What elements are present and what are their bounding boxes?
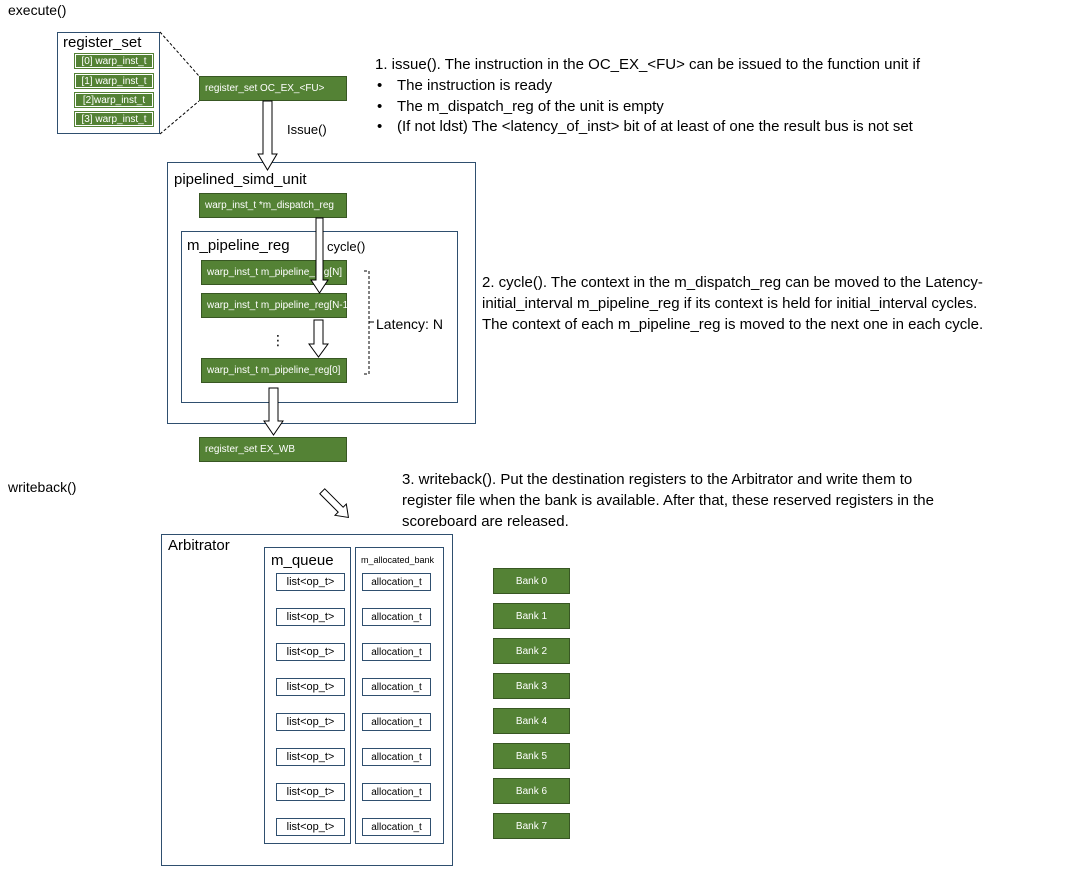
pipeline-reg-n-minus-1: warp_inst_t m_pipeline_reg[N-1] [201, 293, 351, 318]
writeback-note-line: register file when the bank is available… [402, 492, 934, 509]
queue-item: list<op_t> [276, 748, 345, 766]
pipeline-shift-arrow [308, 319, 329, 358]
ex-wb-register-box: register_set EX_WB [199, 437, 347, 462]
allocation-item: allocation_t [362, 818, 431, 836]
allocation-item: allocation_t [362, 678, 431, 696]
latency-bracket [364, 270, 370, 375]
bank-box: Bank 1 [493, 603, 570, 629]
m-queue-title: m_queue [271, 552, 334, 569]
bank-box: Bank 0 [493, 568, 570, 594]
bank-box: Bank 2 [493, 638, 570, 664]
allocation-item: allocation_t [362, 783, 431, 801]
queue-item: list<op_t> [276, 713, 345, 731]
cycle-arrow [310, 217, 329, 294]
writeback-arrow [319, 488, 350, 519]
register-set-frame: register_set [0] warp_inst_t [1] warp_in… [57, 32, 160, 134]
zoom-line-top [159, 31, 200, 77]
issue-note-bullet: The m_dispatch_reg of the unit is empty [375, 97, 913, 118]
cycle-note-line: initial_interval m_pipeline_reg if its c… [482, 295, 978, 312]
latency-label: Latency: N [376, 316, 443, 332]
dispatch-reg-box: warp_inst_t *m_dispatch_reg [199, 193, 347, 218]
issue-note-bullet: The instruction is ready [375, 76, 913, 97]
queue-item: list<op_t> [276, 783, 345, 801]
allocated-bank-title: m_allocated_bank [361, 555, 435, 565]
pipelined-simd-unit-title: pipelined_simd_unit [174, 171, 307, 188]
allocation-item: allocation_t [362, 608, 431, 626]
register-set-item: [0] warp_inst_t [74, 53, 154, 69]
pipeline-reg-title: m_pipeline_reg [187, 237, 290, 254]
bank-box: Bank 6 [493, 778, 570, 804]
zoom-line-bottom [159, 100, 200, 135]
issue-note-bullet: (If not ldst) The <latency_of_inst> bit … [375, 117, 913, 138]
queue-item: list<op_t> [276, 678, 345, 696]
issue-arrow [257, 100, 278, 171]
queue-item: list<op_t> [276, 818, 345, 836]
register-set-item: [1] warp_inst_t [74, 73, 154, 89]
writeback-note-line: scoreboard are released. [402, 513, 569, 530]
cycle-note-line: The context of each m_pipeline_reg is mo… [482, 316, 984, 333]
register-set-title: register_set [63, 34, 142, 51]
queue-item: list<op_t> [276, 643, 345, 661]
queue-item: list<op_t> [276, 608, 345, 626]
issue-note-bullets: The instruction is ready The m_dispatch_… [375, 76, 913, 138]
register-set-item: [3] warp_inst_t [74, 111, 154, 127]
allocation-item: allocation_t [362, 748, 431, 766]
exwb-arrow [263, 387, 284, 436]
writeback-note: 3. writeback(). Put the destination regi… [402, 469, 934, 532]
cycle-arrow-label: cycle() [327, 239, 366, 254]
oc-ex-register-box: register_set OC_EX_<FU> [199, 76, 347, 101]
bank-box: Bank 7 [493, 813, 570, 839]
issue-note-heading: 1. issue(). The instruction in the OC_EX… [375, 56, 921, 73]
cycle-note: 2. cycle(). The context in the m_dispatc… [482, 272, 983, 335]
writeback-note-line: 3. writeback(). Put the destination regi… [402, 471, 913, 488]
writeback-label: writeback() [8, 479, 77, 495]
bank-box: Bank 4 [493, 708, 570, 734]
execute-label: execute() [8, 2, 67, 18]
bank-box: Bank 5 [493, 743, 570, 769]
ellipsis-dots: ⋮ [271, 332, 285, 348]
allocation-item: allocation_t [362, 643, 431, 661]
cycle-note-line: 2. cycle(). The context in the m_dispatc… [482, 274, 983, 291]
allocation-item: allocation_t [362, 573, 431, 591]
pipeline-reg-0: warp_inst_t m_pipeline_reg[0] [201, 358, 347, 383]
bank-box: Bank 3 [493, 673, 570, 699]
issue-arrow-label: Issue() [287, 122, 327, 137]
register-set-item: [2]warp_inst_t [74, 92, 154, 108]
queue-item: list<op_t> [276, 573, 345, 591]
arbitrator-title: Arbitrator [168, 537, 230, 554]
allocation-item: allocation_t [362, 713, 431, 731]
